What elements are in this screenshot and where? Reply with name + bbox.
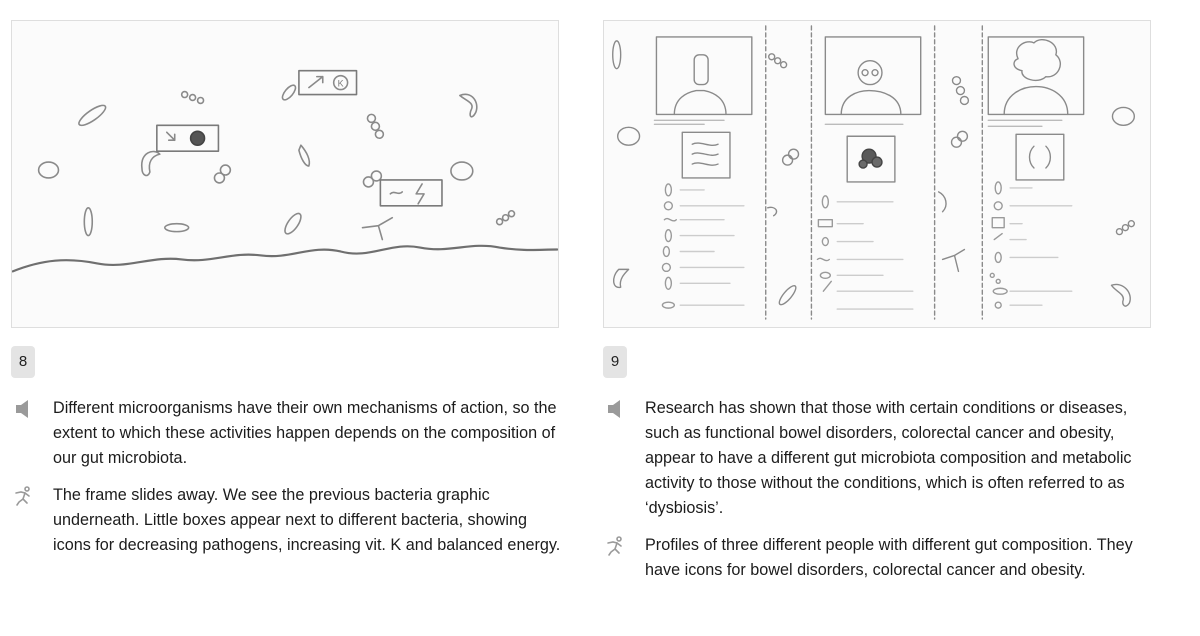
frame-number-badge: 9 xyxy=(603,346,627,378)
action-text: Profiles of three different people with … xyxy=(645,536,1133,579)
narration-text: Different microorganisms have their own … xyxy=(53,399,557,467)
action-text: The frame slides away. We see the previo… xyxy=(53,486,561,554)
running-figure-icon xyxy=(607,536,622,556)
bacteria-sketch-illustration: K xyxy=(12,69,558,273)
storyboard-frame-9 xyxy=(603,20,1151,328)
running-figure-icon xyxy=(15,486,30,506)
speaker-icon xyxy=(608,400,620,418)
frame-number-badge: 8 xyxy=(11,346,35,378)
patient-profiles-sketch-illustration xyxy=(612,25,1136,320)
speaker-icon xyxy=(16,400,28,418)
storyboard-frame-8: K xyxy=(11,20,559,328)
narration-text: Research has shown that those with certa… xyxy=(645,399,1132,517)
svg-text:K: K xyxy=(338,79,344,89)
